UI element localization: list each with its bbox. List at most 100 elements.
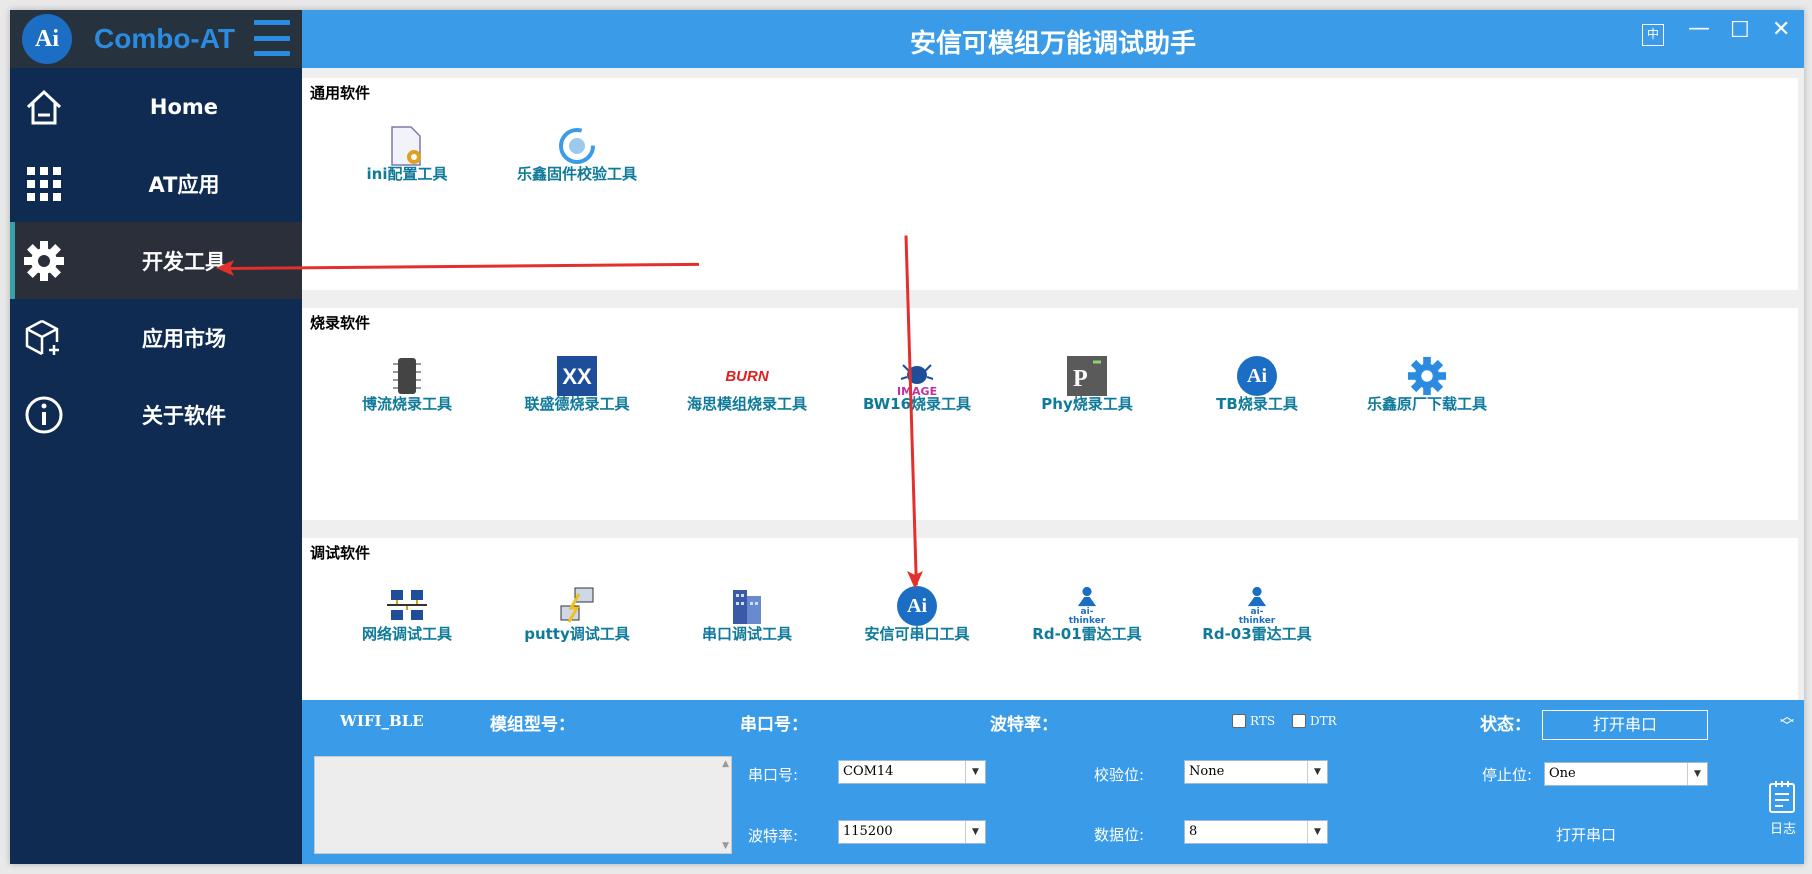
stop-bits-select[interactable]: One▼ — [1544, 762, 1708, 786]
tool-bw16-flash[interactable]: IMAGE BW16烧录工具 — [842, 356, 992, 413]
mode-label[interactable]: WIFI_BLE — [340, 712, 424, 730]
baud-select[interactable]: 115200▼ — [838, 820, 986, 844]
status-label: 状态： — [1480, 715, 1531, 735]
tool-hisilicon-flash[interactable]: BURN 海思模组烧录工具 — [672, 356, 822, 412]
log-button[interactable]: 日志 — [1760, 780, 1806, 837]
tool-tb-flash[interactable]: Ai TB烧录工具 — [1182, 356, 1332, 413]
collapse-toggle-icon[interactable]: ︿﹀ — [1780, 709, 1794, 735]
image-tool-icon: IMAGE — [897, 356, 937, 398]
section-general-software: 通用软件 ini配置工具 乐鑫固件校验工具 — [302, 78, 1798, 290]
ai-logo-icon: Ai — [897, 586, 937, 626]
tool-label: 乐鑫原厂下载工具 — [1366, 395, 1487, 413]
app-logo: Ai — [22, 14, 72, 64]
tool-serial-debug[interactable]: 串口调试工具 — [672, 586, 822, 643]
minimize-button[interactable]: — — [1688, 16, 1710, 41]
tool-label: 网络调试工具 — [361, 625, 452, 643]
sidebar-item-label: 关于软件 — [142, 403, 226, 428]
tool-network-debug[interactable]: 网络调试工具 — [332, 586, 482, 643]
sidebar-item-about[interactable]: 关于软件 — [10, 376, 302, 453]
section-title: 调试软件 — [310, 544, 371, 562]
section-flash-software: 烧录软件 博流烧录工具 XX 联盛德烧录工具 BURN 海思模组烧录工具 — [302, 308, 1798, 520]
tool-aithinker-serial[interactable]: Ai 安信可串口工具 — [842, 586, 992, 643]
sidebar: Ai Combo-AT Home AT应用 开发工具 应用市 — [10, 10, 302, 864]
port-select[interactable]: COM14▼ — [838, 760, 986, 784]
language-toggle-button[interactable]: 中 — [1642, 24, 1664, 46]
svg-text:P: P — [1073, 366, 1088, 392]
serial-panel: WIFI_BLE 模组型号： 串口号： 波特率： RTS DTR 状态： 打开串… — [302, 700, 1804, 864]
tool-label: BW16烧录工具 — [862, 395, 972, 413]
tool-winnermicro-flash[interactable]: XX 联盛德烧录工具 — [502, 356, 652, 412]
building-icon — [727, 586, 767, 626]
scroll-down-icon[interactable]: ▼ — [722, 841, 729, 851]
xx-logo-icon: XX — [557, 356, 597, 396]
tool-ini-config[interactable]: ini配置工具 — [332, 126, 482, 183]
dtr-checkbox[interactable]: DTR — [1292, 714, 1337, 728]
ai-logo-icon: Ai — [1237, 356, 1277, 396]
scroll-up-icon[interactable]: ▲ — [722, 759, 729, 769]
tool-rd03-radar[interactable]: ai-thinker Rd-03雷达工具 — [1182, 586, 1332, 642]
refresh-gear-icon — [557, 126, 597, 166]
file-config-icon — [387, 126, 427, 166]
sidebar-item-label: Home — [149, 94, 219, 119]
tool-phy-flash[interactable]: P Phy烧录工具 — [1012, 356, 1162, 413]
sidebar-item-app-market[interactable]: 应用市场 — [10, 299, 302, 376]
tool-firmware-verify[interactable]: 乐鑫固件校验工具 — [502, 126, 652, 183]
close-button[interactable]: ✕ — [1772, 17, 1791, 42]
phy-logo-icon: P — [1067, 356, 1107, 396]
sidebar-item-label: 开发工具 — [142, 249, 226, 274]
arrowhead-left-icon — [216, 260, 234, 276]
home-icon — [22, 85, 66, 129]
hamburger-menu-icon[interactable] — [254, 20, 290, 56]
tool-label: 串口调试工具 — [701, 625, 792, 643]
tool-label: 博流烧录工具 — [361, 395, 452, 413]
baud-field-label: 波特率: — [748, 827, 799, 845]
open-port-button[interactable]: 打开串口 — [1542, 710, 1708, 740]
app-name: Combo-AT — [94, 23, 235, 54]
tool-espressif-download[interactable]: 乐鑫原厂下载工具 — [1352, 356, 1502, 413]
parity-field-label: 校验位: — [1094, 766, 1145, 784]
svg-text:XX: XX — [562, 364, 592, 389]
port-label: 串口号： — [740, 715, 808, 735]
sidebar-item-home[interactable]: Home — [10, 68, 302, 145]
module-type-label: 模组型号： — [490, 715, 575, 735]
aithinker-logo-icon: ai-thinker — [1237, 586, 1277, 626]
app-window: Ai Combo-AT Home AT应用 开发工具 应用市 — [10, 10, 1804, 864]
data-bits-select[interactable]: 8▼ — [1184, 820, 1328, 844]
tool-label: Rd-01雷达工具 — [1032, 625, 1142, 643]
tool-label: 安信可串口工具 — [864, 625, 970, 643]
tool-label: ini配置工具 — [366, 165, 448, 183]
grid-icon — [22, 162, 66, 206]
title-bar: 安信可模组万能调试助手 中 — ☐ ✕ — [302, 10, 1804, 68]
section-debug-software: 调试软件 网络调试工具 putty调试工具 串口调试工具 — [302, 538, 1798, 700]
gear-icon — [1407, 356, 1447, 396]
tool-label: putty调试工具 — [524, 625, 630, 643]
tool-label: 乐鑫固件校验工具 — [516, 165, 637, 183]
tool-bouffalo-flash[interactable]: 博流烧录工具 — [332, 356, 482, 413]
notepad-icon — [1769, 781, 1795, 813]
rts-checkbox[interactable]: RTS — [1232, 714, 1275, 728]
gear-icon — [22, 239, 66, 283]
parity-select[interactable]: None▼ — [1184, 760, 1328, 784]
sidebar-item-at-apps[interactable]: AT应用 — [10, 145, 302, 222]
section-title: 烧录软件 — [310, 314, 371, 332]
tool-rd01-radar[interactable]: ai-thinker Rd-01雷达工具 — [1012, 586, 1162, 643]
tool-label: Phy烧录工具 — [1041, 395, 1133, 413]
arrowhead-down-icon — [907, 571, 923, 589]
network-icon — [387, 586, 427, 626]
info-icon — [22, 393, 66, 437]
chip-icon — [387, 356, 427, 396]
stop-bits-label: 停止位: — [1482, 766, 1533, 784]
open-port-text[interactable]: 打开串口 — [1556, 826, 1617, 844]
baud-label: 波特率： — [990, 715, 1058, 735]
tool-putty-debug[interactable]: putty调试工具 — [502, 586, 652, 643]
brand-header: Ai Combo-AT — [10, 10, 302, 68]
log-button-label: 日志 — [1769, 822, 1796, 837]
maximize-button[interactable]: ☐ — [1730, 18, 1750, 43]
window-title: 安信可模组万能调试助手 — [909, 29, 1196, 59]
cube-plus-icon — [22, 316, 66, 360]
sidebar-item-dev-tools[interactable]: 开发工具 — [10, 222, 302, 299]
log-textarea[interactable]: ▲ ▼ — [314, 756, 732, 854]
section-title: 通用软件 — [310, 84, 371, 102]
data-bits-label: 数据位: — [1094, 826, 1145, 844]
tool-label: TB烧录工具 — [1216, 395, 1298, 413]
